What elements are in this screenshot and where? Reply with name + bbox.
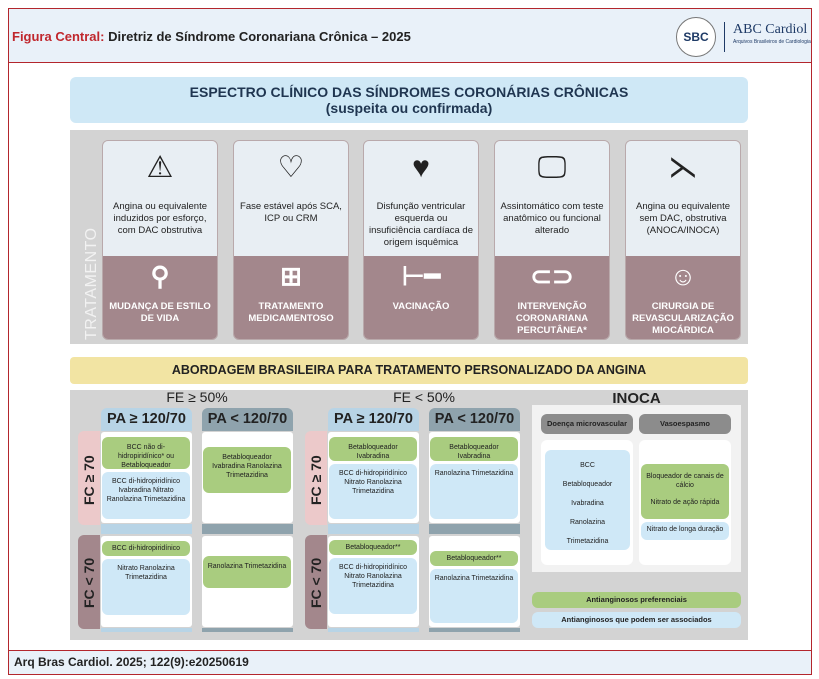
legend-preferred: Antianginosos preferenciais (532, 592, 741, 608)
bp-high-header: PA ≥ 120/70 (328, 408, 419, 431)
treatment-panel: ☺ CIRURGIA DE REVASCULARIZAÇÃO MIOCÁRDICA (626, 256, 740, 339)
clinical-card: ♡ Fase estável após SCA, ICP ou CRM ⊞ TRAT… (233, 140, 349, 340)
citation: Arq Bras Cardiol. 2025; 122(9):e20250619 (14, 655, 249, 669)
associated-drugs: BCC di-hidropiridínico Ivabradina Nitrat… (102, 472, 190, 519)
preferred-drugs: Betabloqueador Ivabradina Ranolazina Tri… (203, 447, 291, 493)
preferred-drugs: BCC di-hidropiridínico (102, 541, 190, 556)
preferred-drugs: BCC não di-hidropiridínico* ou Betabloqu… (102, 437, 190, 469)
treatment-text: VACINAÇÃO (392, 301, 450, 312)
drug: BCC (580, 462, 595, 469)
spectrum-banner: ESPECTRO CLÍNICO DAS SÍNDROMES CORONÁRIA… (70, 77, 748, 123)
monitor-heart-icon: 🖵 (537, 151, 567, 184)
condition-panel: ⋋ Angina ou equivalente sem DAC, obstruti… (626, 141, 740, 256)
stent-icon: ⊂⊃ (530, 261, 574, 291)
condition-text: Angina ou equivalente induzidos por esfo… (112, 201, 208, 236)
pill-bottle-icon: ⊞ (280, 261, 302, 291)
condition-panel: ♥ Disfunção ventricular esquerda ou insuf… (364, 141, 478, 256)
clinical-card: 🖵 Assintomático com teste anatômico ou fu… (494, 140, 610, 340)
associated-drugs: BCC di-hidropiridínico Nitrato Ranolazin… (329, 558, 417, 614)
hr-low-row (78, 535, 100, 629)
hr-high-row (305, 431, 327, 525)
treatment-text: INTERVENÇÃO CORONARIANA PERCUTÂNEA* (515, 301, 589, 336)
treatment-panel: ⊞ TRATAMENTO MEDICAMENTOSO (234, 256, 348, 339)
treatment-panel: ⚲ MUDANÇA DE ESTILO DE VIDA (103, 256, 217, 339)
condition-text: Angina ou equivalente sem DAC, obstrutiv… (635, 201, 731, 236)
banner-line2: (suspeita ou confirmada) (325, 100, 493, 116)
bp-low-header: PA < 120/70 (429, 408, 520, 431)
condition-text: Assintomático com teste anatômico ou fun… (500, 201, 604, 236)
sbc-logo: SBC (676, 17, 716, 57)
preferred-drugs: Betabloqueador Ivabradina (430, 437, 518, 461)
column-strip (101, 628, 192, 632)
column-strip (328, 524, 419, 534)
associated-drugs: Nitrato Ranolazina Trimetazidina (102, 559, 190, 615)
associated-drugs: Ranolazina Trimetazidina (430, 569, 518, 623)
vessels-icon: ⋋ (668, 151, 698, 184)
bicycle-icon: ⚲ (150, 261, 170, 291)
bp-low-header: PA < 120/70 (202, 408, 293, 431)
treatment-panel: ⊢━ VACINAÇÃO (364, 256, 478, 339)
legend-associated: Antianginosos que podem ser associados (532, 612, 741, 628)
banner-line1: ESPECTRO CLÍNICO DAS SÍNDROMES CORONÁRIA… (189, 84, 629, 100)
hr-high-row (78, 431, 100, 525)
preferred-drugs: Betabloqueador Ivabradina (329, 437, 417, 461)
condition-panel: 🖵 Assintomático com teste anatômico ou fu… (495, 141, 609, 256)
drug: Bloqueador de canais de cálcio (646, 473, 724, 489)
heart-warning-icon: ♡ (277, 151, 305, 184)
drug: Betabloqueador (562, 481, 613, 488)
inoca-title: INOCA (612, 390, 661, 407)
drug: Nitrato de ação rápida (650, 499, 720, 506)
footer (9, 650, 811, 674)
clinical-card: ♥ Disfunção ventricular esquerda ou insuf… (363, 140, 479, 340)
column-strip (429, 628, 520, 632)
preferred-drugs: Betabloqueador** (329, 540, 417, 555)
ef-label: FE < 50% (393, 389, 455, 405)
syringe-icon: ⊢━ (401, 261, 441, 291)
approach-banner: ABORDAGEM BRASILEIRA PARA TRATAMENTO PER… (70, 357, 748, 384)
condition-panel: ♡ Fase estável após SCA, ICP ou CRM (234, 141, 348, 256)
hr-low-row (305, 535, 327, 629)
bp-high-header: PA ≥ 120/70 (101, 408, 192, 431)
ef-label: FE ≥ 50% (166, 389, 228, 405)
vasospasm-header: Vasoespasmo (639, 414, 731, 434)
associated-drugs: Ranolazina Trimetazidina (430, 464, 518, 519)
condition-text: Fase estável após SCA, ICP ou CRM (240, 201, 342, 224)
column-strip (101, 524, 192, 534)
drug: Trimetazidina (566, 538, 609, 545)
clinical-card: ⚠ Angina ou equivalente induzidos por esf… (102, 140, 218, 340)
column-strip (328, 628, 419, 632)
drug: Ranolazina (569, 519, 606, 526)
treatment-text: TRATAMENTO MEDICAMENTOSO (248, 301, 334, 324)
logo-divider (724, 22, 725, 52)
column-strip (202, 524, 293, 534)
treatment-panel: ⊂⊃ INTERVENÇÃO CORONARIANA PERCUTÂNEA* (495, 256, 609, 339)
drug: Ivabradina (571, 500, 604, 507)
treatment-text: CIRURGIA DE REVASCULARIZAÇÃO MIOCÁRDICA (632, 301, 734, 336)
heart-icon: ♥ (412, 151, 430, 184)
associated-drugs: BCC di-hidropiridínico Nitrato Ranolazin… (329, 464, 417, 519)
preferred-drugs: Betabloqueador** (430, 551, 518, 566)
abc-cardiol-logo: ABC Cardiol (733, 22, 808, 37)
condition-text: Disfunção ventricular esquerda ou insufi… (368, 201, 474, 248)
column-strip (202, 628, 293, 632)
vasospasm-associated: Nitrato de longa duração (641, 522, 729, 540)
abc-cardiol-subtitle: Arquivos Brasileiros de Cardiologia (733, 39, 811, 45)
person-chest-pain-icon: ⚠ (146, 151, 174, 184)
figure-title: Figura Central: Diretriz de Síndrome Cor… (12, 29, 411, 44)
condition-panel: ⚠ Angina ou equivalente induzidos por esf… (103, 141, 217, 256)
figure-frame (8, 8, 812, 675)
surgeon-icon: ☺ (669, 261, 697, 291)
microvascular-header: Doença microvascular (541, 414, 633, 434)
clinical-card: ⋋ Angina ou equivalente sem DAC, obstruti… (625, 140, 741, 340)
treatment-text: MUDANÇA DE ESTILO DE VIDA (109, 301, 211, 324)
column-strip (429, 524, 520, 534)
preferred-drugs: Ranolazina Trimetazidina (203, 556, 291, 588)
